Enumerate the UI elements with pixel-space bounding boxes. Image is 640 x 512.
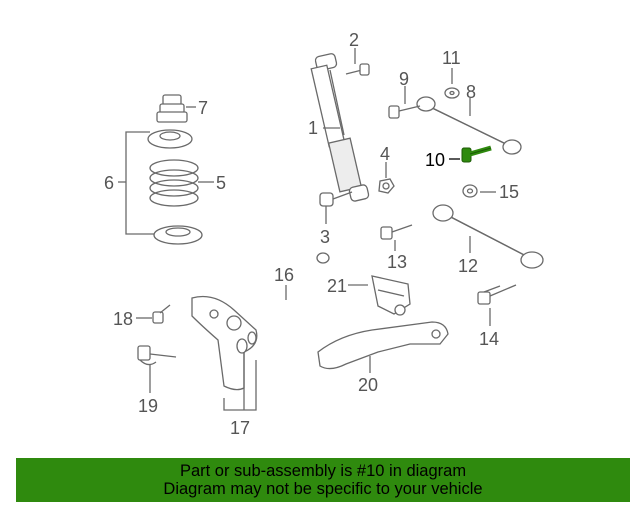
callout-4: 4 [380, 144, 390, 164]
track-bar-bracket [191, 295, 258, 391]
callout-13: 13 [387, 252, 407, 272]
shield-20 [317, 321, 449, 370]
callout-bracket-6 [125, 131, 154, 235]
washer-15 [462, 184, 478, 198]
callout-bracket-17 [223, 352, 257, 411]
callout-1: 1 [308, 118, 318, 138]
bolt-14 [477, 284, 517, 305]
banner-line-1: Part or sub-assembly is #10 in diagram [179, 462, 467, 480]
bolt-3 [319, 191, 353, 207]
callout-12: 12 [458, 256, 478, 276]
callout-7: 7 [198, 98, 208, 118]
bolt-13 [380, 224, 413, 240]
callout-16: 16 [274, 265, 294, 285]
leader-lines [136, 48, 496, 393]
bolt-9 [388, 105, 421, 119]
track-bar [245, 252, 330, 341]
bolt-2 [345, 63, 370, 76]
callout-5: 5 [216, 173, 226, 193]
callout-2: 2 [349, 30, 359, 50]
bolt-18 [152, 304, 171, 324]
callout-10: 10 [425, 150, 445, 170]
callout-21: 21 [327, 276, 347, 296]
parts-diagram: 2 1 3 4 5 6 7 8 9 10 11 12 13 14 15 16 1… [104, 30, 544, 438]
bolt-19 [137, 345, 177, 366]
callout-15: 15 [499, 182, 519, 202]
coil-spring [149, 159, 199, 207]
shock-absorber [310, 53, 370, 202]
upper-control-arm [416, 96, 522, 155]
bracket-21 [371, 275, 411, 316]
highlighted-part-10 [461, 145, 492, 163]
callout-6: 6 [104, 173, 114, 193]
callout-3: 3 [320, 227, 330, 247]
washer-11 [444, 87, 460, 99]
jounce-bumper [156, 94, 188, 123]
callout-17: 17 [230, 418, 250, 438]
lower-control-arm [432, 204, 544, 269]
nut-4 [378, 178, 395, 194]
callout-8: 8 [466, 82, 476, 102]
info-banner: Part or sub-assembly is #10 in diagram D… [16, 458, 630, 502]
callout-11: 11 [442, 48, 461, 68]
callout-9: 9 [399, 69, 409, 89]
callout-14: 14 [479, 329, 499, 349]
callout-19: 19 [138, 396, 158, 416]
callout-18: 18 [113, 309, 133, 329]
callout-20: 20 [358, 375, 378, 395]
banner-line-2: Diagram may not be specific to your vehi… [163, 480, 483, 498]
